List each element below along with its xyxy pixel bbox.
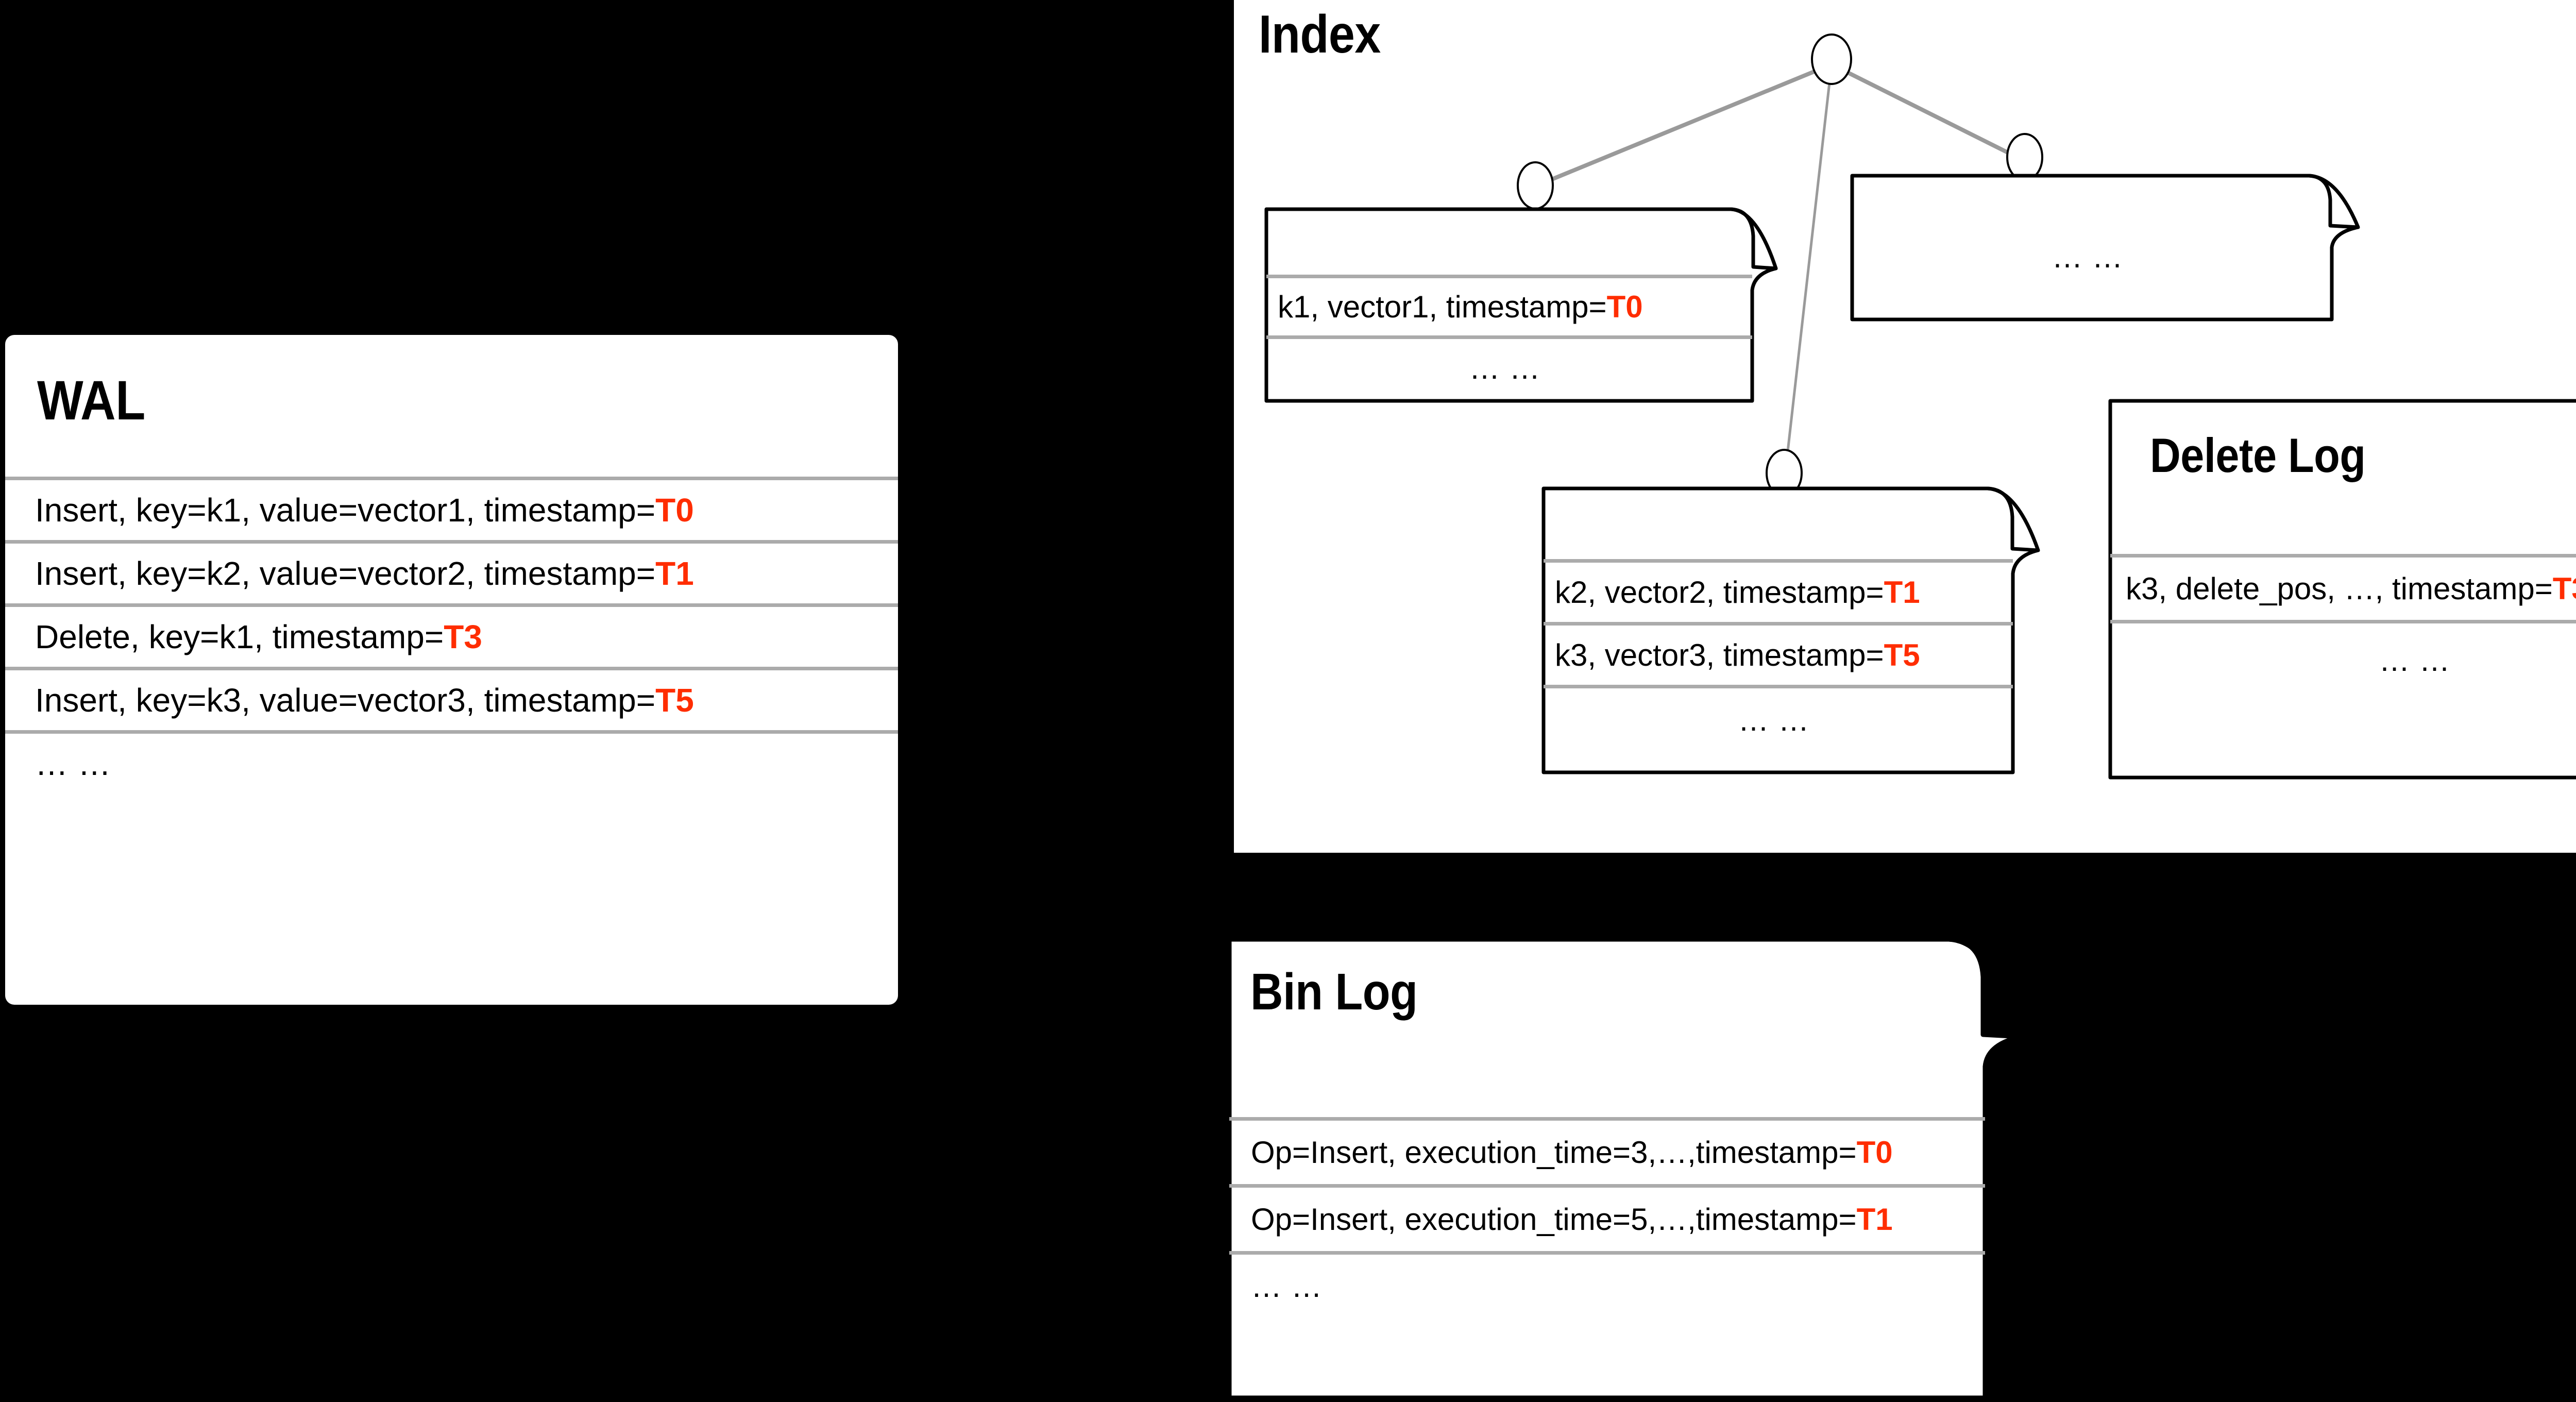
segment-row-text: k3, vector3, timestamp= xyxy=(1555,638,1884,672)
tree-node-right xyxy=(2006,133,2043,181)
segment-row-timestamp: T1 xyxy=(1884,575,1920,610)
wal-panel: WAL Insert, key=k1, value=vector1, times… xyxy=(5,335,898,1005)
wal-title: WAL xyxy=(37,369,145,431)
index-segment-k2k3: k2, vector2, timestamp=T1 k3, vector3, t… xyxy=(1541,486,2062,774)
bin-log-row-text: Op=Insert, execution_time=5,…,timestamp= xyxy=(1251,1202,1857,1237)
wal-row-timestamp: T0 xyxy=(655,492,694,529)
bin-log-row-text: …… xyxy=(1251,1269,1331,1304)
bin-log-row-list: Op=Insert, execution_time=3,…,timestamp=… xyxy=(1229,1117,1985,1318)
bin-log-row: …… xyxy=(1229,1251,1985,1318)
wal-row-timestamp: T1 xyxy=(655,555,694,592)
delete-log-outline xyxy=(2108,399,2576,780)
segment-row-text: k1, vector1, timestamp= xyxy=(1278,290,1607,324)
bin-log-card: Bin Log Op=Insert, execution_time=3,…,ti… xyxy=(1227,937,2227,1400)
delete-log-card: Delete Log k3, delete_pos, …, timestamp=… xyxy=(2108,399,2576,780)
segment-row: k3, vector3, timestamp=T5 xyxy=(1544,622,2013,685)
bin-log-row: Op=Insert, execution_time=3,…,timestamp=… xyxy=(1229,1117,1985,1184)
index-segment-k1: k1, vector1, timestamp=T0 …… xyxy=(1264,207,1778,403)
wal-row-text: Insert, key=k2, value=vector2, timestamp… xyxy=(35,555,656,592)
segment-row-timestamp: T5 xyxy=(1884,638,1920,672)
tree-edge-root-right xyxy=(1831,62,2023,162)
delete-log-row-timestamp: T3 xyxy=(2552,571,2576,606)
delete-log-row-list: k3, delete_pos, …, timestamp=T3 …… xyxy=(2110,554,2576,697)
bin-log-title: Bin Log xyxy=(1250,963,1418,1021)
delete-log-title: Delete Log xyxy=(2150,428,2366,482)
wal-row: Insert, key=k3, value=vector3, timestamp… xyxy=(5,667,898,730)
delete-log-row-text: k3, delete_pos, …, timestamp= xyxy=(2126,571,2553,606)
bin-log-row-text: Op=Insert, execution_time=3,…,timestamp= xyxy=(1251,1135,1857,1170)
segment-card-outline xyxy=(1850,174,2360,322)
tree-node-left xyxy=(1517,161,1554,210)
bin-log-row: Op=Insert, execution_time=5,…,timestamp=… xyxy=(1229,1184,1985,1251)
segment-row: …… xyxy=(1266,335,1752,397)
wal-row-timestamp: T5 xyxy=(655,682,694,719)
wal-row-text: Insert, key=k3, value=vector3, timestamp… xyxy=(35,682,656,719)
wal-row: Insert, key=k2, value=vector2, timestamp… xyxy=(5,540,898,603)
segment-row: …… xyxy=(1544,685,2013,752)
segment-k1-row-list: k1, vector1, timestamp=T0 …… xyxy=(1266,275,1752,397)
wal-row-text: Delete, key=k1, timestamp= xyxy=(35,618,444,655)
tree-edge-root-bottom xyxy=(1784,64,1833,475)
segment-row: …… xyxy=(1852,228,2332,285)
segment-row: k2, vector2, timestamp=T1 xyxy=(1544,559,2013,622)
bin-log-row-timestamp: T0 xyxy=(1856,1135,1893,1170)
bin-log-outline xyxy=(1227,937,2024,1400)
wal-row-timestamp: T3 xyxy=(444,618,482,655)
tree-node-root xyxy=(1811,33,1852,85)
index-segment-more: …… xyxy=(1850,174,2360,322)
delete-log-row: k3, delete_pos, …, timestamp=T3 xyxy=(2110,554,2576,620)
segment-row-text: …… xyxy=(1738,703,1819,737)
wal-row-list: Insert, key=k1, value=vector1, timestamp… xyxy=(5,477,898,793)
wal-row: …… xyxy=(5,730,898,793)
wal-row: Insert, key=k1, value=vector1, timestamp… xyxy=(5,477,898,540)
tree-edge-root-left xyxy=(1536,62,1833,188)
segment-row-timestamp: T0 xyxy=(1606,290,1643,324)
wal-row-text: …… xyxy=(35,745,121,782)
wal-row-text: Insert, key=k1, value=vector1, timestamp… xyxy=(35,492,656,529)
wal-row: Delete, key=k1, timestamp=T3 xyxy=(5,603,898,667)
segment-row: k1, vector1, timestamp=T0 xyxy=(1266,275,1752,335)
bin-log-row-timestamp: T1 xyxy=(1856,1202,1893,1237)
index-panel: Index k1, vector1, timestamp=T0 xyxy=(1234,0,2576,853)
segment-more-row-list: …… xyxy=(1852,228,2332,285)
delete-log-row-text: …… xyxy=(2379,643,2460,678)
delete-log-row: …… xyxy=(2110,620,2576,697)
index-title: Index xyxy=(1259,5,1381,64)
segment-row-text: k2, vector2, timestamp= xyxy=(1555,575,1884,610)
segment-row-text: …… xyxy=(1469,351,1550,385)
segment-card-outline xyxy=(1264,207,1778,403)
segment-k2k3-row-list: k2, vector2, timestamp=T1 k3, vector3, t… xyxy=(1544,559,2013,752)
segment-row-text: …… xyxy=(2052,239,2132,274)
